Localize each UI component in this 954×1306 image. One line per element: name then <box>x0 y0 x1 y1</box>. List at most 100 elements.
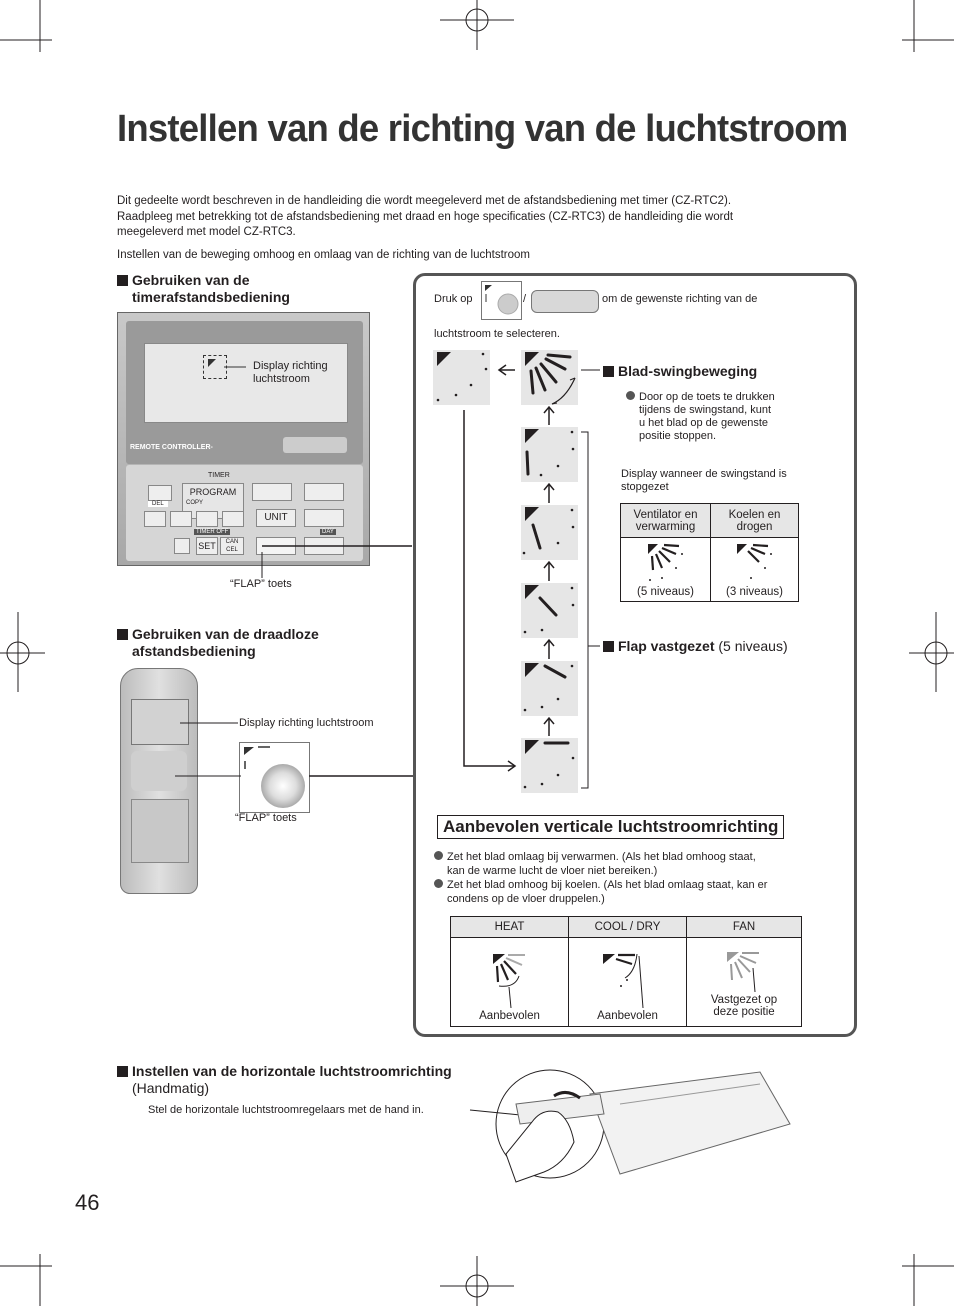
timer-off-label: TIMER OFF <box>194 529 231 535</box>
swing-heading: Blad-swingbeweging <box>603 363 757 380</box>
bullet-icon <box>434 851 443 860</box>
bullet-icon <box>434 879 443 888</box>
caption: Aanbevolen <box>479 1010 540 1022</box>
bullet-icon <box>626 391 635 400</box>
header-line: Ventilator en <box>633 508 698 521</box>
press-slash: / <box>523 293 527 305</box>
table-header: FAN <box>686 916 802 938</box>
button-label: COPY <box>186 500 204 506</box>
text-line: positie stoppen. <box>639 430 717 442</box>
table-cell: Aanbevolen <box>450 937 569 1027</box>
square-bullet-icon <box>603 641 614 652</box>
page-title: Instellen van de richting van de luchtst… <box>117 108 848 150</box>
leader-line <box>180 722 238 724</box>
header-line: drogen <box>736 520 773 533</box>
up-button[interactable] <box>304 509 344 527</box>
timer-heading: Gebruiken van de timerafstandsbediening <box>117 272 290 306</box>
down-button[interactable] <box>222 511 244 527</box>
header-line: verwarming <box>635 520 696 533</box>
text-line: tijdens de swingstand, kunt <box>639 404 772 416</box>
unit-button[interactable]: UNIT <box>256 509 296 527</box>
heading-text: Gebruiken van de <box>132 272 250 288</box>
wireless-heading: Gebruiken van de draadloze afstandsbedie… <box>117 626 319 660</box>
press-line2: luchtstroom te selecteren. <box>434 328 560 340</box>
press-suffix: om de gewenste richting van de <box>602 293 758 305</box>
flap-connector-line <box>261 545 412 578</box>
set-button[interactable]: SET <box>196 537 218 555</box>
table-header: HEAT <box>450 916 569 938</box>
heading-suffix: (5 niveaus) <box>718 638 788 654</box>
cool-flap-icon <box>603 953 644 1009</box>
square-bullet-icon <box>603 366 614 377</box>
fan-button[interactable] <box>252 483 292 501</box>
wireless-flap-button[interactable] <box>239 742 310 813</box>
heading-text: timerafstandsbediening <box>132 289 290 305</box>
levels-label: (3 niveaus) <box>726 586 783 598</box>
power-button[interactable] <box>283 437 347 453</box>
recommend-heading: Aanbevolen verticale luchtstroomrichting <box>437 815 785 839</box>
swing-text: Door op de toets te drukken tijdens de s… <box>626 391 806 443</box>
remote-display <box>144 343 348 423</box>
intro-line: Dit gedeelte wordt beschreven in de hand… <box>117 195 732 207</box>
press-prefix: Druk op <box>434 293 473 305</box>
horizontal-heading: Instellen van de horizontale luchtstroom… <box>117 1063 452 1097</box>
square-bullet-icon <box>117 629 128 640</box>
text-line: condens op de vloer druppelen.) <box>447 893 605 905</box>
wireless-flap-label: “FLAP” toets <box>235 812 297 824</box>
text-line: kan de warme lucht de vloer niet bereike… <box>447 865 658 877</box>
heading-text: Gebruiken van de draadloze <box>132 626 319 642</box>
subtitle: Instellen van de beweging omhoog en omla… <box>117 249 530 261</box>
flap-button-inline <box>481 281 522 320</box>
levels-label: (5 niveaus) <box>637 586 694 598</box>
square-bullet-icon <box>117 1066 128 1077</box>
key-button[interactable] <box>170 511 192 527</box>
wireless-display-label: Display richting luchtstroom <box>239 717 374 729</box>
horizontal-text: Stel de horizontale luchtstroomregelaars… <box>148 1104 424 1116</box>
cancel-button[interactable]: CAN CEL <box>220 537 244 555</box>
label-line: luchtstroom <box>253 373 310 385</box>
table-cell: (5 niveaus) <box>620 537 711 602</box>
text-line: Zet het blad omhoog bij koelen. (Als het… <box>447 879 768 891</box>
air-conditioner-illustration <box>469 1069 791 1183</box>
heading-text: Instellen van de horizontale luchtstroom… <box>132 1063 452 1079</box>
key-button[interactable] <box>174 538 190 554</box>
heading-text: Flap vastgezet <box>618 638 715 654</box>
swing-5-levels-icon <box>647 543 683 581</box>
intro-line: meegeleverd met model CZ-RTC3. <box>117 226 296 238</box>
table-cell: Aanbevolen <box>568 937 687 1027</box>
key-button[interactable] <box>144 511 166 527</box>
timer-remote: Display richting luchtstroom REMOTE CONT… <box>117 312 370 566</box>
key-button[interactable] <box>304 483 344 501</box>
heat-flap-icon <box>493 954 525 1009</box>
caption: Aanbevolen <box>597 1010 658 1022</box>
text-line: Display wanneer de swingstand is <box>621 468 787 480</box>
table-header: COOL / DRY <box>568 916 687 938</box>
del-label: DEL <box>148 501 168 507</box>
fixed-heading: Flap vastgezet (5 niveaus) <box>603 638 788 655</box>
text-line: stopgezet <box>621 481 669 493</box>
text-line: u het blad op de gewenste <box>639 417 769 429</box>
display-label: Display richting luchtstroom <box>253 360 343 386</box>
caption-line: Vastgezet op <box>710 994 778 1006</box>
flap-glyph-icon <box>208 359 246 368</box>
heading-text: (Handmatig) <box>132 1080 210 1096</box>
fan-flap-icon <box>727 952 759 993</box>
label-line: Display richting <box>253 360 328 372</box>
button-label: PROGRAM <box>189 487 237 497</box>
flap-key-label: “FLAP” toets <box>230 578 292 590</box>
flap-button-icon <box>244 746 305 808</box>
flap-button-icon <box>485 285 519 315</box>
remote-controller-label: REMOTE CONTROLLER- <box>130 444 213 451</box>
heading-text: Blad-swingbeweging <box>618 363 758 379</box>
recommend-table: HEAT COOL / DRY FAN Aanbevolen Aanbevole… <box>450 916 802 1027</box>
wireless-remote <box>120 668 198 894</box>
key-button[interactable] <box>148 485 172 501</box>
up-button[interactable] <box>196 511 218 527</box>
right-panel <box>413 273 857 1037</box>
